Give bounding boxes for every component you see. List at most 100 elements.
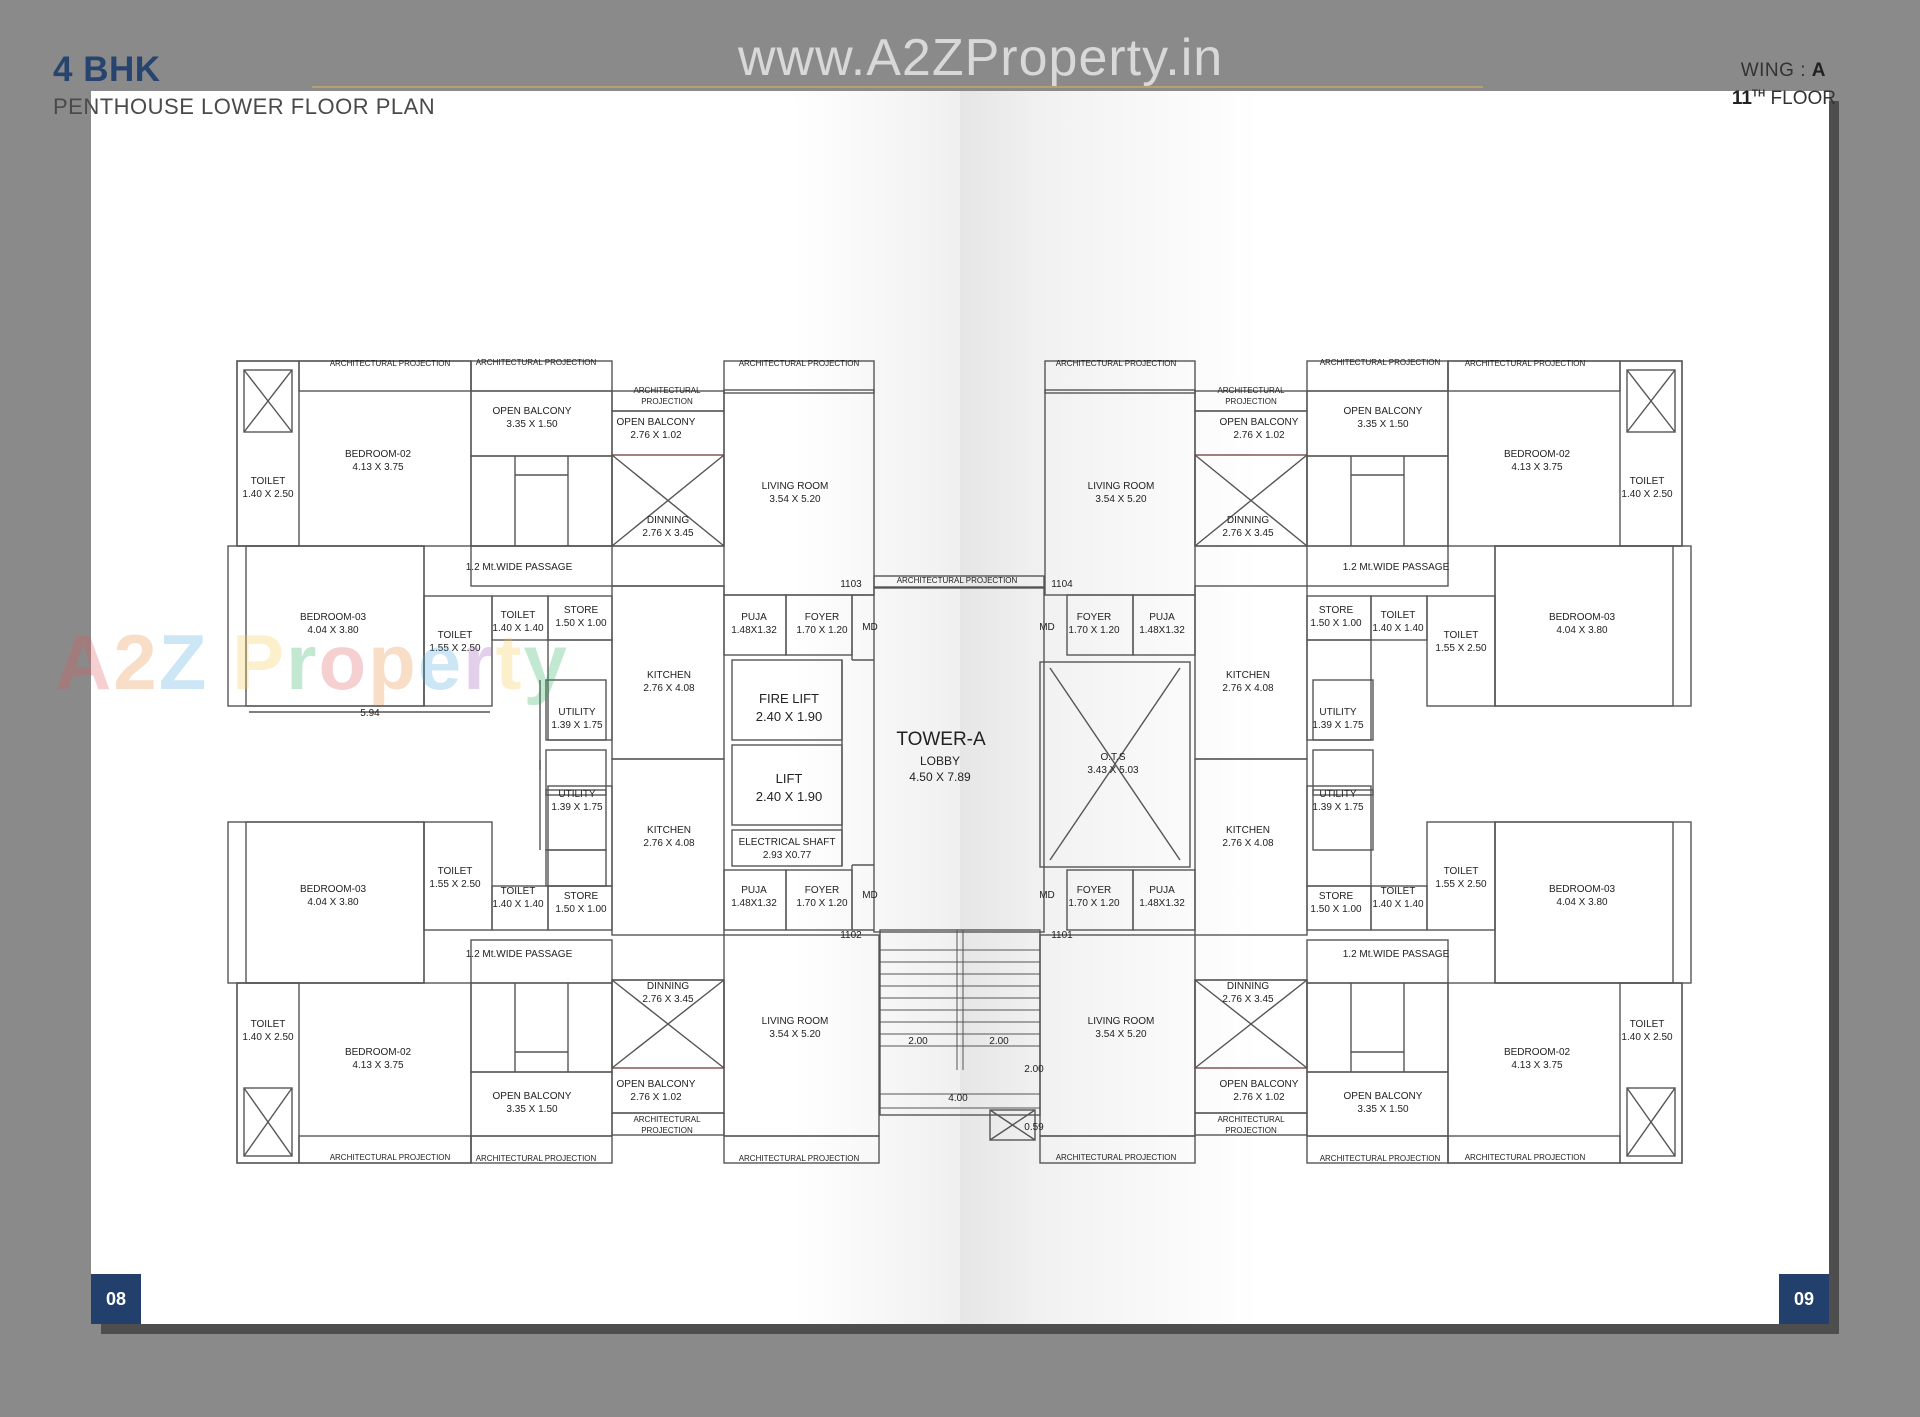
page-title: 4 BHK: [53, 50, 161, 89]
room-label-right_top: 3.54 X 5.20: [1095, 494, 1147, 505]
wing-caption: WING :: [1740, 60, 1806, 81]
room-label-right_bottom: PROJECTION: [1225, 1126, 1277, 1135]
room-label-left_top: 1.2 Mt.WIDE PASSAGE: [466, 562, 573, 573]
room-label-right_top: 1.40 X 2.50: [1621, 489, 1673, 500]
room-label-left_bottom: 1.55 X 2.50: [429, 879, 481, 890]
plan-accents: [612, 454, 1307, 1069]
room-label-left_bottom: ARCHITECTURAL: [633, 1115, 701, 1124]
room-label-right_bottom: 1.70 X 1.20: [1068, 898, 1120, 909]
room-label-right_bottom: 1.40 X 2.50: [1621, 1032, 1673, 1043]
room-label-right_bottom: 3.35 X 1.50: [1357, 1104, 1409, 1115]
room-label-right_bottom: ARCHITECTURAL PROJECTION: [1056, 1153, 1177, 1162]
room-label-left_top: 1.70 X 1.20: [796, 625, 848, 636]
room-label-left_top: 1.40 X 1.40: [492, 623, 544, 634]
logo-letter: P: [232, 618, 287, 706]
room-label-left_bottom: 1.39 X 1.75: [551, 802, 603, 813]
room-label-right_top: ARCHITECTURAL PROJECTION: [1465, 359, 1586, 368]
room-label-right_bottom: 1.48X1.32: [1139, 898, 1185, 909]
room-label-left_top: TOILET: [501, 610, 536, 621]
room-label-left_top: UTILITY: [558, 707, 596, 718]
room-label-left_top: OPEN BALCONY: [617, 417, 696, 428]
logo-letter: Z: [158, 618, 209, 706]
room-label-right_top: 4.04 X 3.80: [1556, 625, 1608, 636]
room-label-right_bottom: LIVING ROOM: [1088, 1016, 1155, 1027]
room-label-right_bottom: BEDROOM-02: [1504, 1047, 1571, 1058]
logo-letter: [208, 618, 232, 706]
room-label-right_bottom: 2.76 X 4.08: [1222, 838, 1274, 849]
room-label-right_bottom: 4.04 X 3.80: [1556, 897, 1608, 908]
room-label-left_bottom: UTILITY: [558, 789, 596, 800]
electrical-shaft-size: 2.93 X0.77: [763, 850, 812, 861]
room-label-right_top: 2.76 X 4.08: [1222, 683, 1274, 694]
room-label-left_bottom: OPEN BALCONY: [493, 1091, 572, 1102]
room-label-left_bottom: 3.54 X 5.20: [769, 1029, 821, 1040]
room-label-right_top: ARCHITECTURAL PROJECTION: [1056, 359, 1177, 368]
room-label-left_bottom: 1.40 X 1.40: [492, 899, 544, 910]
room-label-right_bottom: FOYER: [1077, 885, 1111, 896]
room-label-right_top: MD: [1039, 622, 1055, 633]
page-number-left: 08: [91, 1274, 141, 1324]
room-label-left_bottom: PROJECTION: [641, 1126, 693, 1135]
room-label-right_top: 1.50 X 1.00: [1310, 618, 1362, 629]
room-label-right_top: 4.13 X 3.75: [1511, 462, 1563, 473]
logo-letter: y: [523, 618, 569, 706]
room-label-right_bottom: 1.2 Mt.WIDE PASSAGE: [1343, 949, 1450, 960]
room-label-left_bottom: BEDROOM-03: [300, 884, 367, 895]
room-label-left_bottom: TOILET: [501, 886, 536, 897]
room-label-left_bottom: STORE: [564, 891, 599, 902]
room-label-right_top: OPEN BALCONY: [1344, 406, 1423, 417]
room-label-right_bottom: ARCHITECTURAL PROJECTION: [1465, 1153, 1586, 1162]
room-label-right_bottom: 1.50 X 1.00: [1310, 904, 1362, 915]
room-label-right_bottom: TOILET: [1630, 1019, 1665, 1030]
room-label-left_top: 1.50 X 1.00: [555, 618, 607, 629]
room-label-left_bottom: 1.50 X 1.00: [555, 904, 607, 915]
logo-letter: o: [318, 618, 369, 706]
room-label-left_top: 4.04 X 3.80: [307, 625, 359, 636]
page-number-right: 09: [1779, 1274, 1829, 1324]
room-label-left_top: 1.39 X 1.75: [551, 720, 603, 731]
room-label-left_top: TOILET: [438, 630, 473, 641]
room-label-right_top: TOILET: [1630, 476, 1665, 487]
room-label-left_bottom: MD: [862, 890, 878, 901]
room-label-left_top: 2.76 X 3.45: [642, 528, 694, 539]
room-label-left_top: 4.13 X 3.75: [352, 462, 404, 473]
room-label-left_top: 2.76 X 4.08: [643, 683, 695, 694]
room-label-right_bottom: 1101: [1051, 930, 1073, 941]
room-label-right_top: 2.76 X 1.02: [1233, 430, 1285, 441]
room-label-right_bottom: PUJA: [1149, 885, 1175, 896]
room-label-left_bottom: LIVING ROOM: [762, 1016, 829, 1027]
logo-letter: e: [417, 618, 464, 706]
gutter-shade: [960, 91, 1260, 1324]
room-label-right_bottom: 2.76 X 3.45: [1222, 994, 1274, 1005]
tower-name: TOWER-A: [896, 729, 986, 750]
brand-logo-watermark: A2Z Property: [55, 617, 569, 708]
room-label-left_top: PROJECTION: [641, 397, 693, 406]
room-label-left_bottom: 2.76 X 4.08: [643, 838, 695, 849]
room-label-right_top: ARCHITECTURAL: [1217, 386, 1285, 395]
room-label-left_top: PUJA: [741, 612, 767, 623]
room-label-left_bottom: 2.76 X 3.45: [642, 994, 694, 1005]
room-label-left_bottom: ARCHITECTURAL PROJECTION: [739, 1154, 860, 1163]
electrical-shaft-label: ELECTRICAL SHAFT: [739, 837, 836, 848]
room-label-right_bottom: STORE: [1319, 891, 1354, 902]
room-label-left_top: 1.48X1.32: [731, 625, 777, 636]
room-label-left_top: 1103: [840, 579, 862, 590]
stair-dim: 4.00: [948, 1093, 968, 1104]
room-label-left_top: MD: [862, 622, 878, 633]
logo-letter: p: [368, 618, 418, 706]
fire-lift-label: FIRE LIFT: [759, 691, 819, 706]
room-label-left_bottom: 1.2 Mt.WIDE PASSAGE: [466, 949, 573, 960]
room-label-right_bottom: 2.76 X 1.02: [1233, 1092, 1285, 1103]
room-label-left_bottom: 4.13 X 3.75: [352, 1060, 404, 1071]
room-label-right_bottom: UTILITY: [1319, 789, 1357, 800]
room-label-right_bottom: MD: [1039, 890, 1055, 901]
ots-size: 3.43 X 5.03: [1087, 765, 1139, 776]
room-label-right_top: ARCHITECTURAL PROJECTION: [1320, 358, 1441, 367]
room-label-right_bottom: OPEN BALCONY: [1220, 1079, 1299, 1090]
room-label-left_top: FOYER: [805, 612, 839, 623]
room-label-right_top: UTILITY: [1319, 707, 1357, 718]
room-label-left_top: DINNING: [647, 515, 689, 526]
room-label-left_bottom: BEDROOM-02: [345, 1047, 412, 1058]
gutter-shade-left: [791, 91, 960, 1324]
